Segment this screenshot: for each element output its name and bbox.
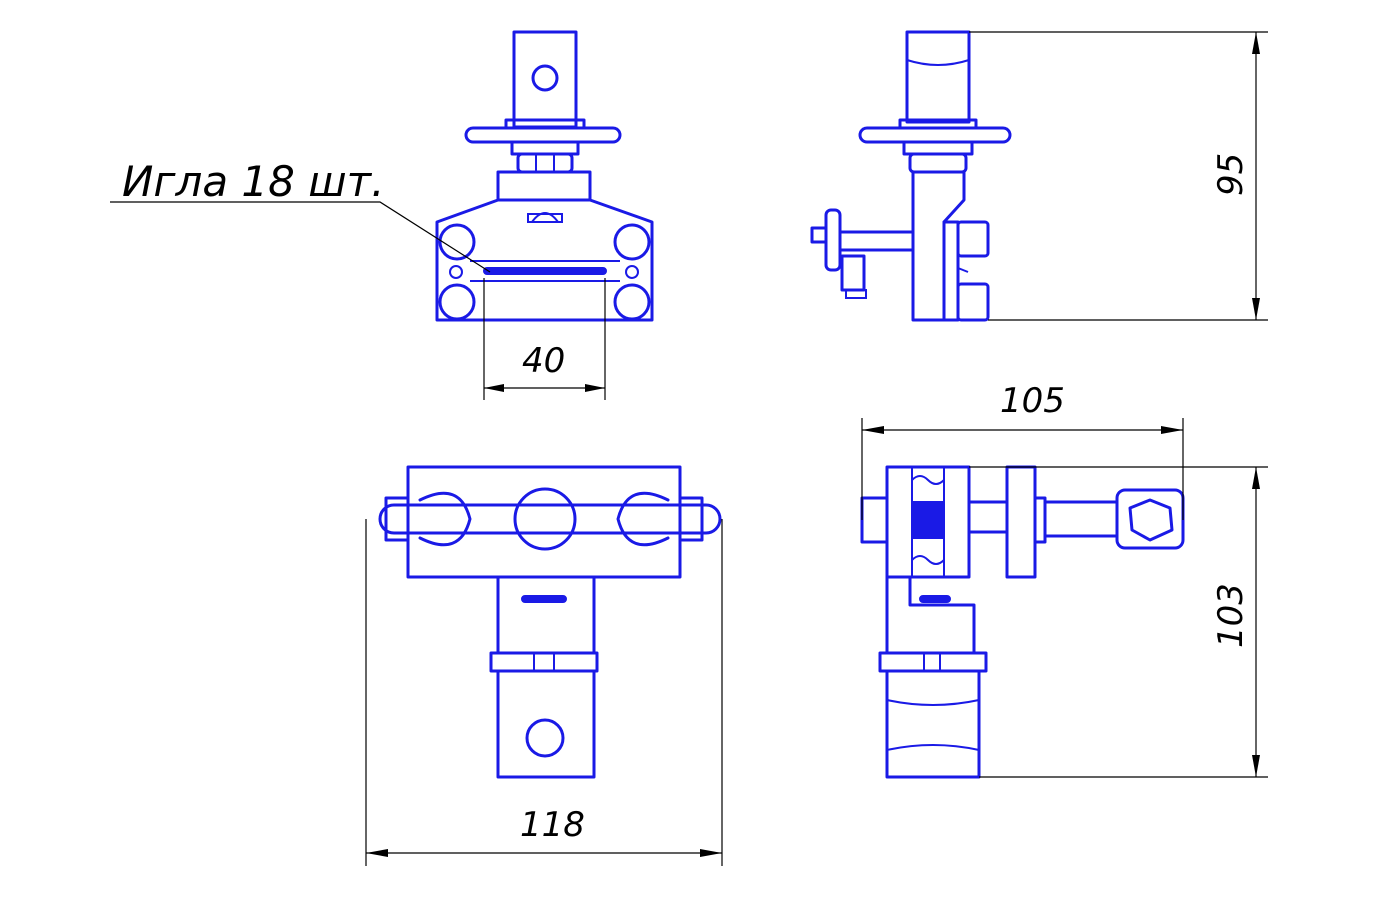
- dim-40-label: 40: [522, 341, 565, 381]
- dim-103-label: 103: [1211, 583, 1251, 648]
- top-view: [378, 465, 722, 779]
- front-view: [435, 30, 654, 322]
- needle-annotation: Игла 18 шт.: [110, 157, 491, 273]
- dim-105: 105: [861, 381, 1184, 520]
- dim-40: 40: [483, 278, 606, 400]
- dim-95-label: 95: [1211, 153, 1251, 196]
- side-view: [810, 30, 1012, 322]
- dim-105-label: 105: [1000, 381, 1065, 421]
- dim-95: 95: [969, 31, 1268, 321]
- dim-118: 118: [365, 519, 723, 866]
- side-top-view: [860, 465, 1185, 779]
- needle-label: Игла 18 шт.: [122, 157, 384, 206]
- dim-118-label: 118: [520, 805, 585, 845]
- dim-103: 103: [969, 466, 1268, 778]
